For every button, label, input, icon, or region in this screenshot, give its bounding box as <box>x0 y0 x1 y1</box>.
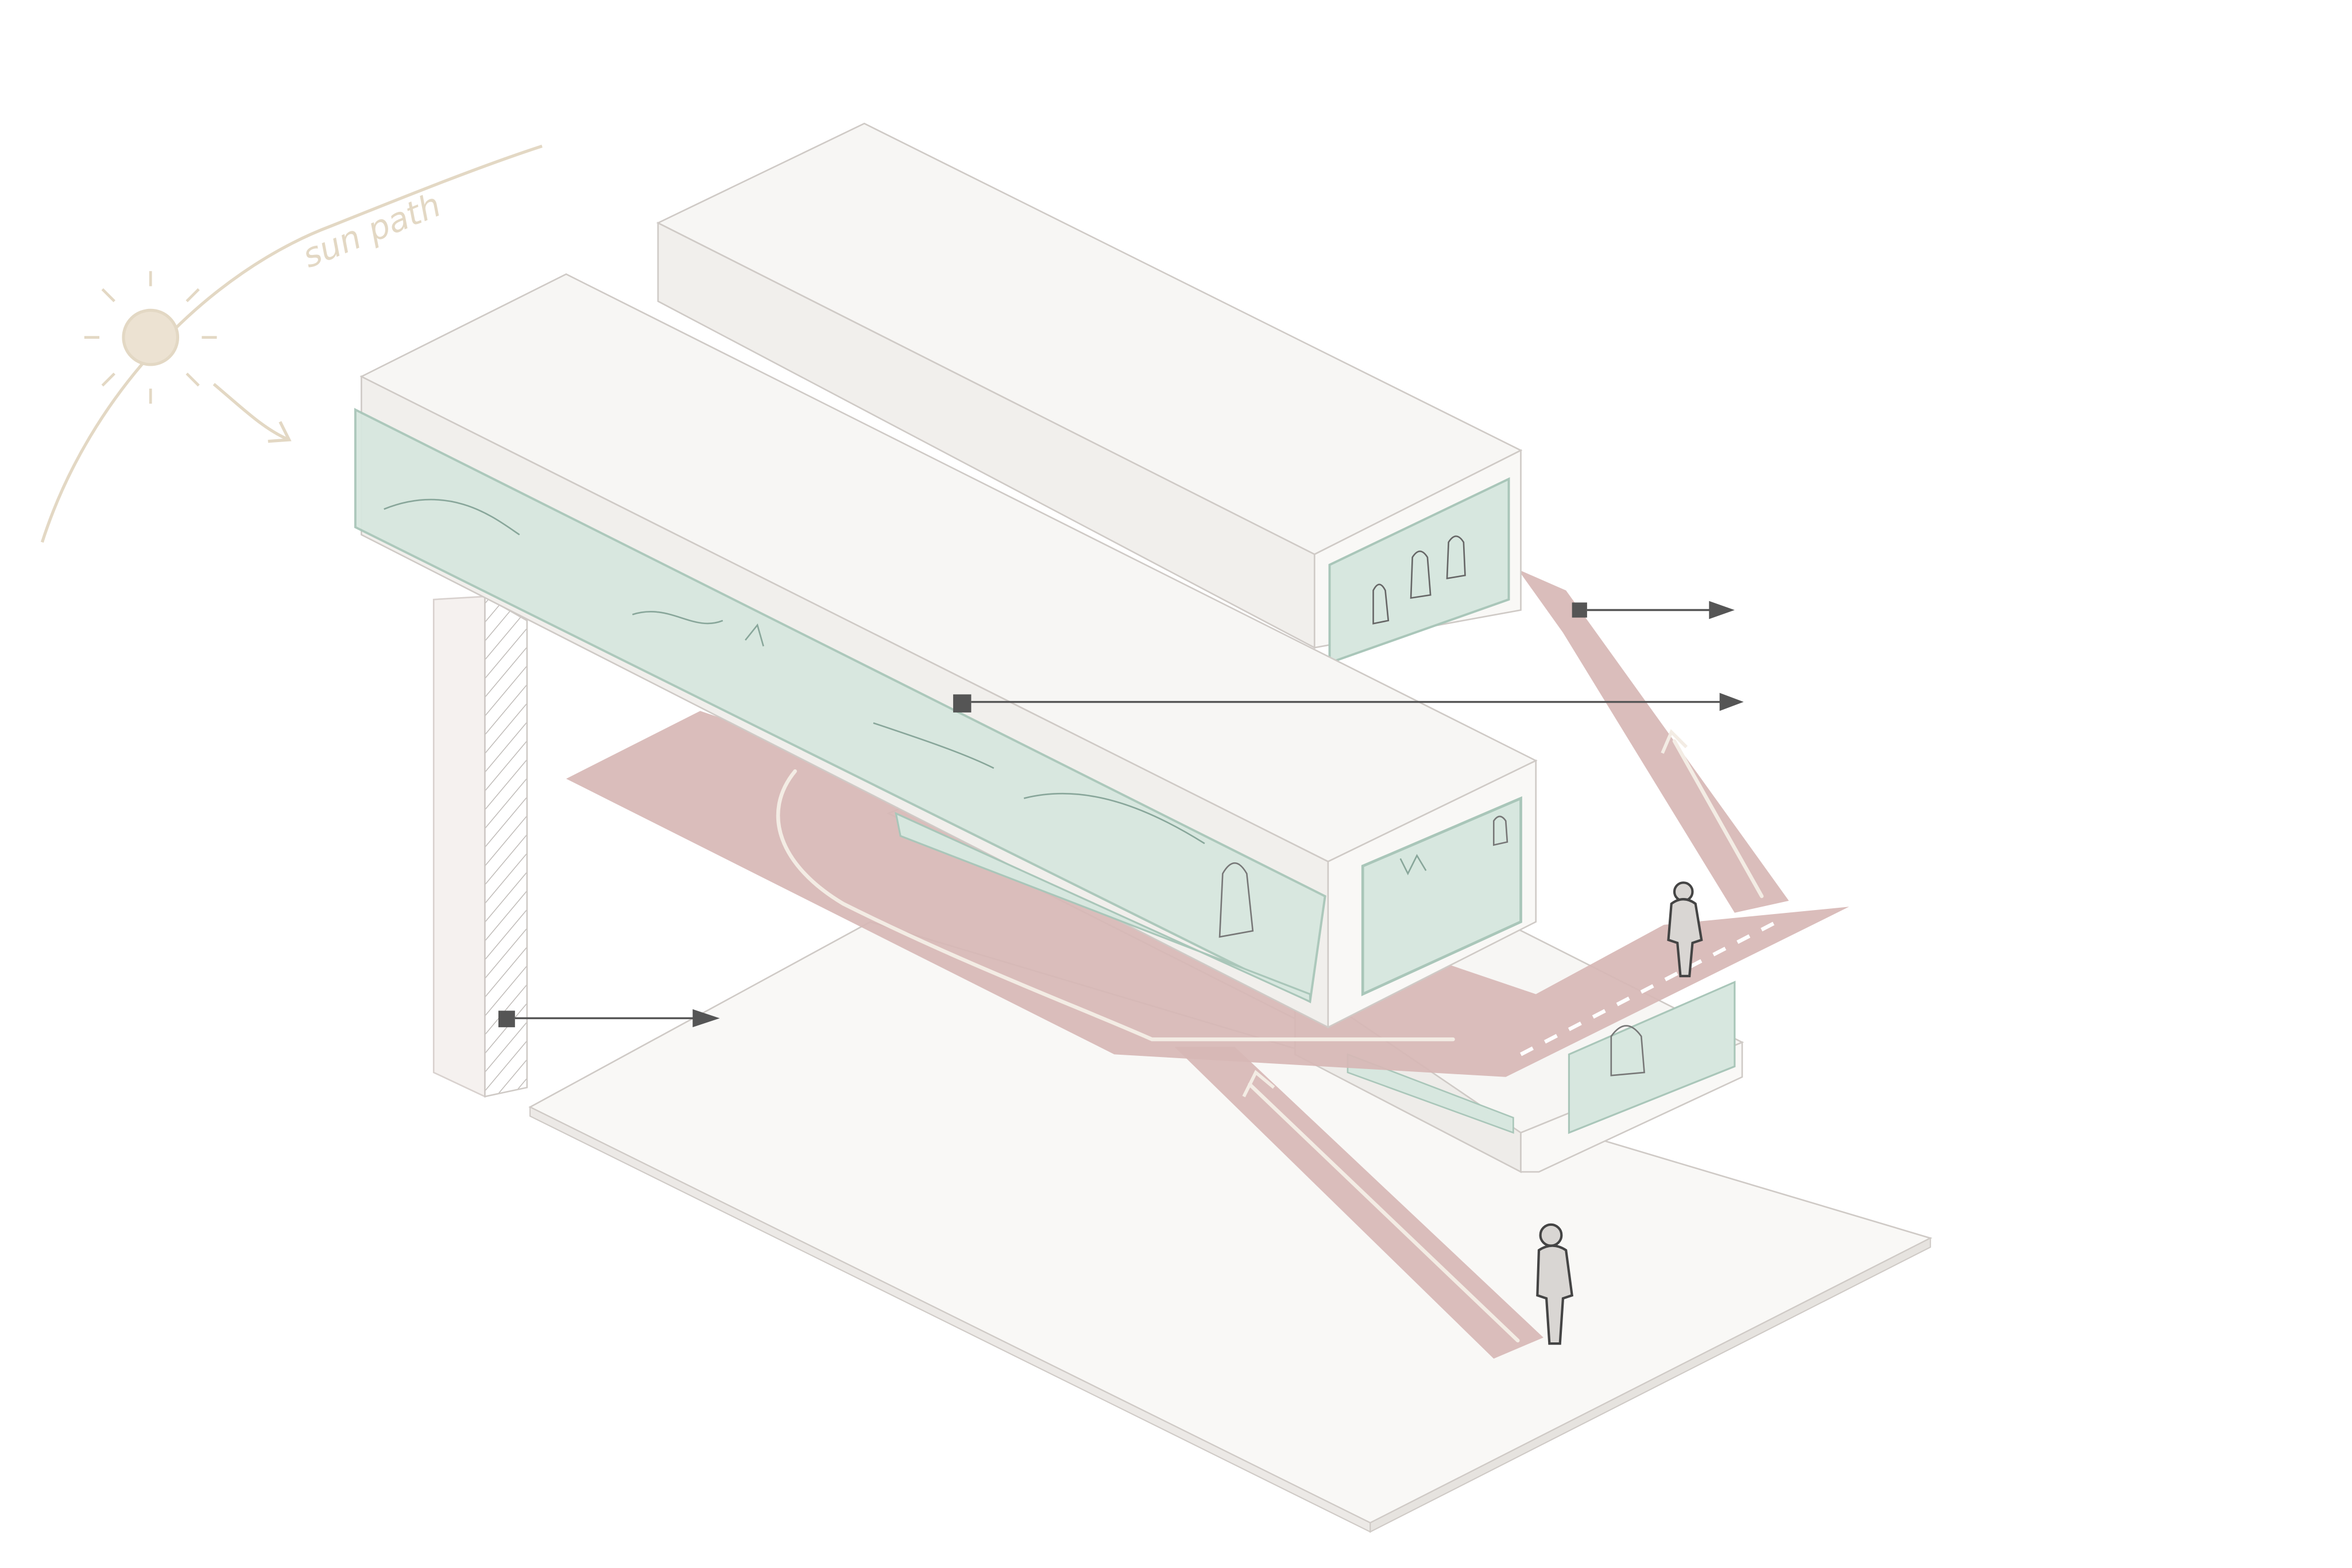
upper-front-end-glazing <box>1361 796 1522 997</box>
interior-figures-sketch <box>1218 815 1645 1077</box>
ground-plate <box>528 921 1933 1533</box>
upper-front-volume <box>354 273 1645 1077</box>
arrow-icon <box>212 382 292 443</box>
arrowhead-icon <box>693 1009 720 1028</box>
lower-volume-end-glazing <box>1568 981 1736 1135</box>
person-icon <box>1667 881 1703 978</box>
sun-path-label: sun path <box>297 185 446 276</box>
marker-icon <box>498 1011 515 1028</box>
ramp-upper <box>1518 569 1789 913</box>
arrowhead-icon <box>1709 601 1735 620</box>
arrowhead-icon <box>1719 692 1744 711</box>
support-column <box>432 595 528 1098</box>
glazing-reflection-sketch <box>384 498 1427 876</box>
ramp-lower <box>1174 1047 1544 1359</box>
sight-line-lower <box>498 1009 720 1028</box>
sight-line-upper <box>1572 601 1735 620</box>
marker-icon <box>953 694 972 713</box>
sight-line-middle <box>953 692 1744 713</box>
person-icon <box>1536 1223 1573 1345</box>
sun-icon <box>40 144 543 543</box>
upper-back-glazing <box>1328 477 1510 665</box>
upper-back-volume <box>656 122 1523 665</box>
glazing-people-sketch <box>1372 535 1466 625</box>
marker-icon <box>1572 602 1587 618</box>
